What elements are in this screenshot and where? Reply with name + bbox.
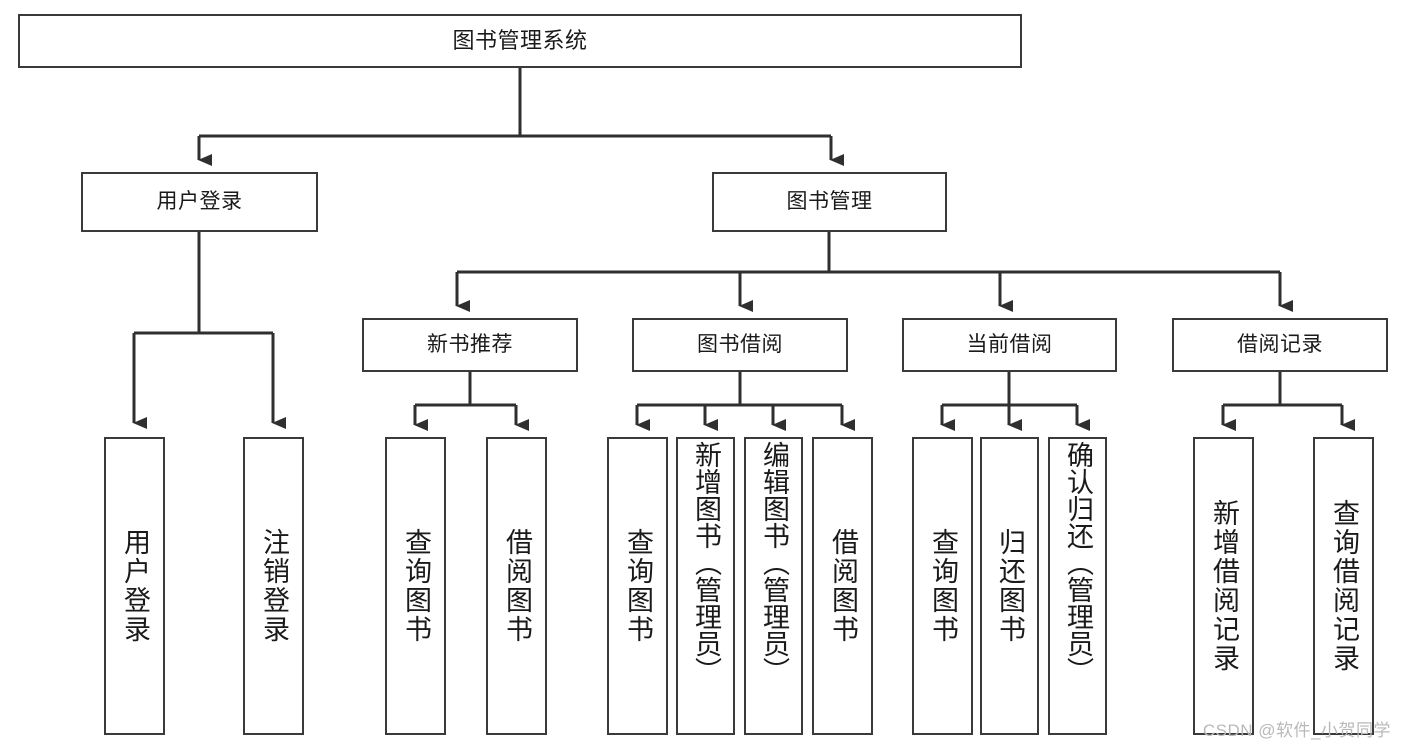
- node-label: 用户登录: [156, 190, 243, 214]
- leaf-current-borrow-confirm-return[interactable]: 确认归还（管理员）: [1048, 437, 1107, 735]
- node-new-book-recommend[interactable]: 新书推荐: [362, 318, 578, 372]
- node-user-login[interactable]: 用户登录: [81, 172, 318, 232]
- node-label: 图书管理系统: [452, 27, 588, 53]
- node-borrow-record[interactable]: 借阅记录: [1172, 318, 1388, 372]
- node-label: 查询图书: [928, 528, 958, 644]
- leaf-book-borrow-add[interactable]: 新增图书（管理员）: [676, 437, 735, 735]
- node-book-management[interactable]: 图书管理: [712, 172, 947, 232]
- node-label: 归还图书: [995, 528, 1025, 644]
- node-label: 图书借阅: [697, 333, 783, 357]
- leaf-borrow-record-query[interactable]: 查询借阅记录: [1313, 437, 1374, 735]
- node-label: 新书推荐: [427, 333, 513, 357]
- leaf-book-borrow-lend[interactable]: 借阅图书: [812, 437, 873, 735]
- csdn-watermark: CSDN @软件_小贺同学: [1202, 721, 1391, 740]
- node-label: 图书管理: [786, 190, 873, 214]
- node-current-borrow[interactable]: 当前借阅: [902, 318, 1117, 372]
- node-label: 借阅图书: [828, 528, 858, 644]
- leaf-borrow-record-add[interactable]: 新增借阅记录: [1193, 437, 1254, 735]
- node-root-system[interactable]: 图书管理系统: [18, 14, 1022, 68]
- node-label: 编辑图书（管理员）: [759, 441, 789, 684]
- node-label: 用户登录: [120, 528, 150, 644]
- leaf-user-login-signin[interactable]: 用户登录: [104, 437, 165, 735]
- node-label: 查询图书: [401, 528, 431, 644]
- leaf-current-borrow-query[interactable]: 查询图书: [912, 437, 973, 735]
- node-label: 注销登录: [259, 528, 289, 644]
- node-label: 查询图书: [623, 528, 653, 644]
- node-label: 确认归还（管理员）: [1063, 441, 1093, 684]
- leaf-current-borrow-return[interactable]: 归还图书: [980, 437, 1039, 735]
- leaf-new-book-query[interactable]: 查询图书: [385, 437, 446, 735]
- node-label: 借阅记录: [1237, 333, 1323, 357]
- node-label: 新增图书（管理员）: [691, 441, 721, 684]
- node-label: 查询借阅记录: [1329, 499, 1359, 673]
- leaf-user-login-signout[interactable]: 注销登录: [243, 437, 304, 735]
- node-label: 新增借阅记录: [1209, 499, 1239, 673]
- node-label: 借阅图书: [502, 528, 532, 644]
- leaf-new-book-borrow[interactable]: 借阅图书: [486, 437, 547, 735]
- node-book-borrow[interactable]: 图书借阅: [632, 318, 848, 372]
- leaf-book-borrow-edit[interactable]: 编辑图书（管理员）: [744, 437, 803, 735]
- leaf-book-borrow-query[interactable]: 查询图书: [607, 437, 668, 735]
- node-label: 当前借阅: [966, 333, 1053, 357]
